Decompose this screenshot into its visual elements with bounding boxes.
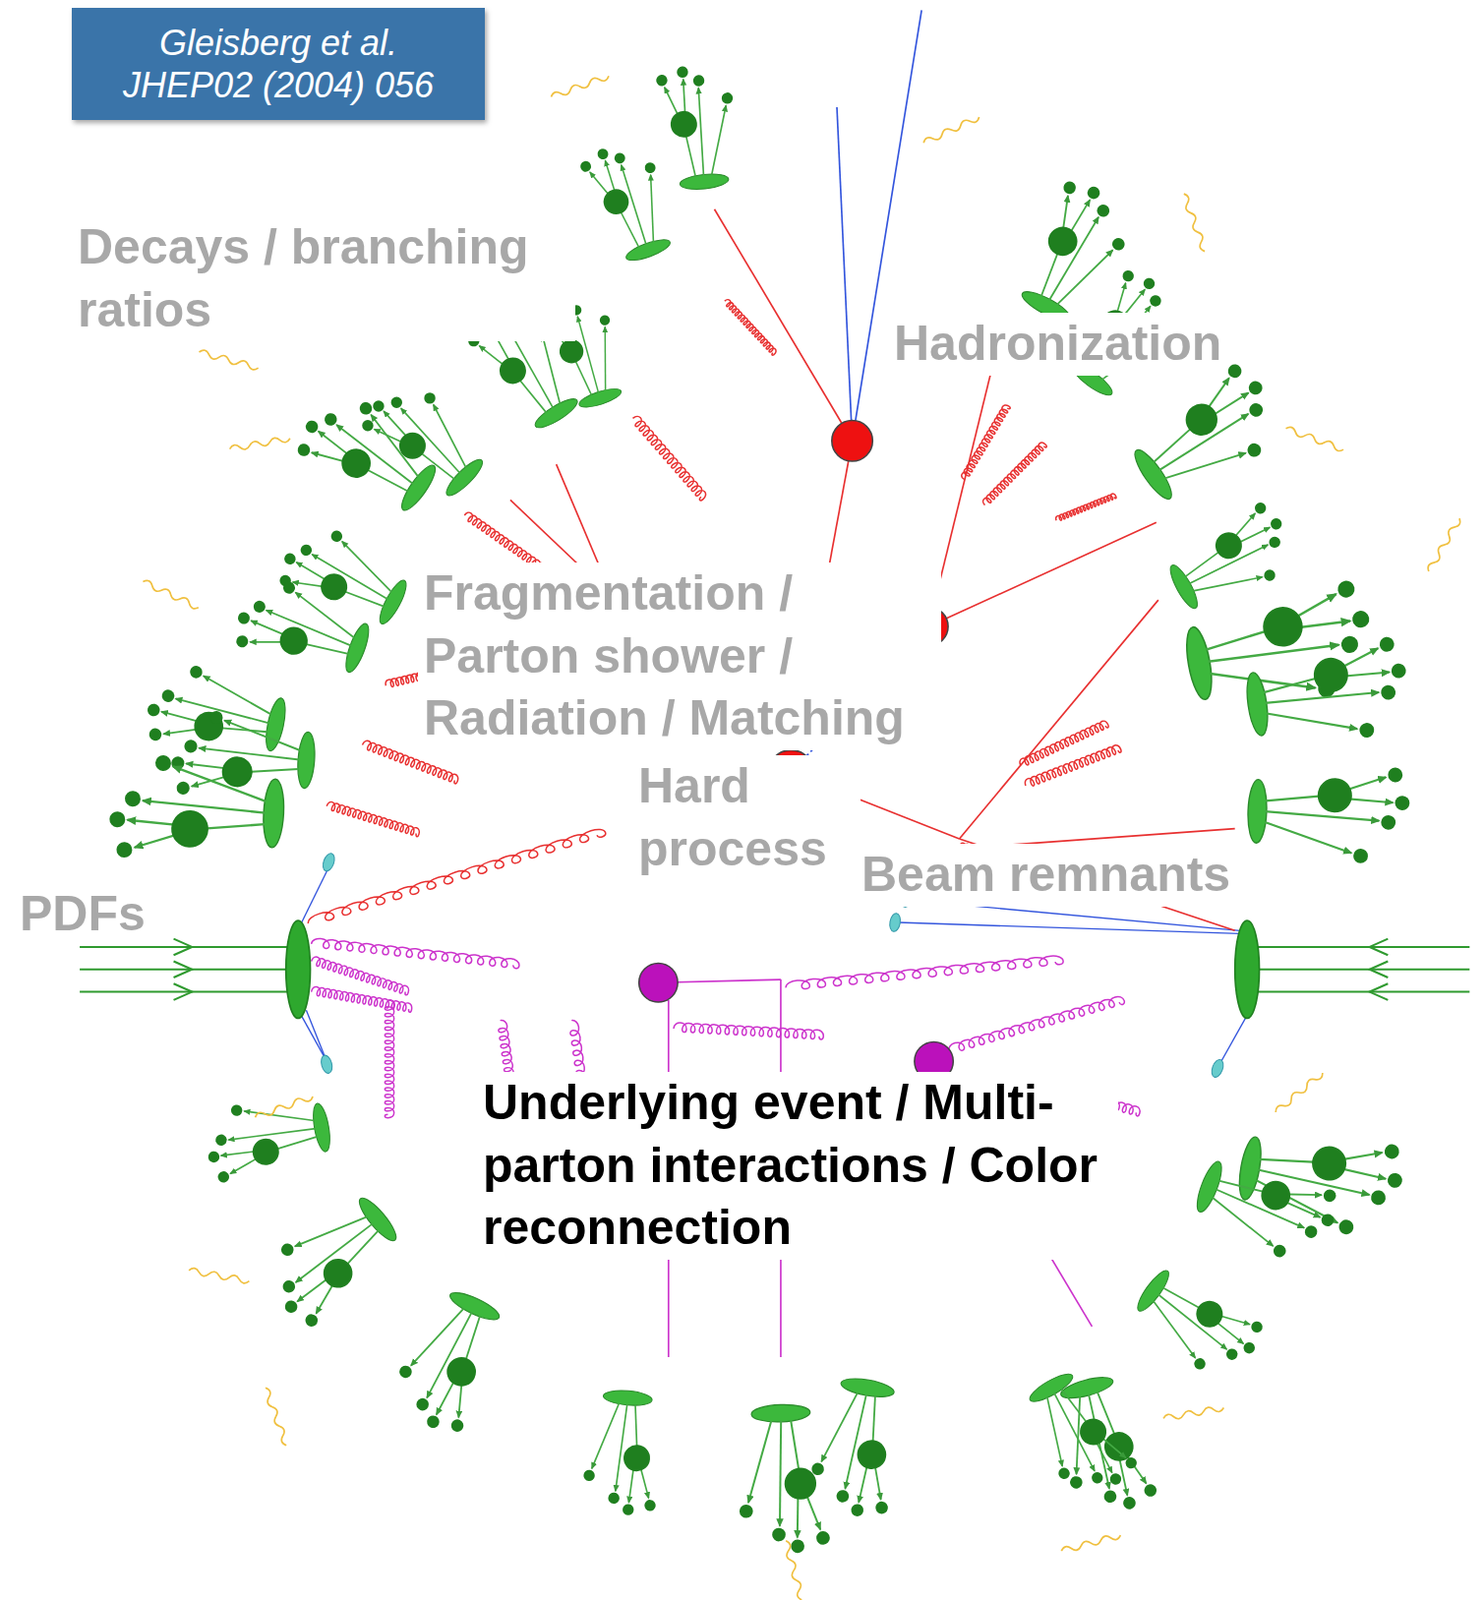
citation-box: Gleisberg et al. JHEP02 (2004) 056 (71, 7, 485, 120)
stage-label: Hard process (632, 755, 861, 881)
stage-label: Underlying event / Multi-parton interact… (476, 1071, 1119, 1260)
stage-label: PDFs (13, 883, 152, 947)
stage-label: Decays / branching ratios (71, 216, 576, 342)
stage-label: Fragmentation / Parton shower / Radiatio… (417, 562, 942, 751)
stage-label: Beam remnants (855, 843, 1237, 907)
citation-text: Gleisberg et al. JHEP02 (2004) 056 (106, 21, 451, 107)
stage-label: Hadronization (888, 312, 1228, 376)
